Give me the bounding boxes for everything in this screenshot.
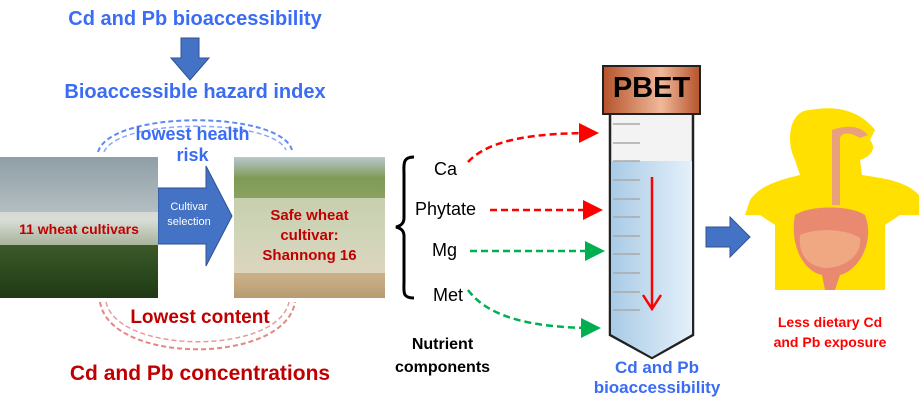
selection-line2: selection	[167, 216, 211, 228]
tube-caption-line1: Cd and Pb	[614, 358, 700, 377]
pbet-cap-label: PBET	[612, 72, 691, 104]
wheat-field-photo: 11 wheat cultivars	[0, 157, 158, 298]
tube-caption-line2: bioaccessibility	[593, 378, 721, 397]
safe-line1: Safe wheat	[270, 206, 349, 224]
nutrient-line1: Nutrient	[411, 336, 474, 353]
selection-arrow	[157, 165, 233, 267]
nutrient-mg: Mg	[432, 240, 458, 260]
down-arrow-icon	[169, 37, 211, 81]
concentrations-label: Cd and Pb concentrations	[69, 362, 331, 385]
bioaccessibility-title: Cd and Pb bioaccessibility	[68, 8, 322, 30]
nutrient-phytate: Phytate	[415, 199, 477, 219]
safe-line2: cultivar:	[280, 226, 339, 244]
nutrient-line2: components	[394, 359, 491, 376]
risk-line2: risk	[176, 145, 209, 165]
safe-cultivar-label: Safe wheat cultivar: Shannong 16	[234, 198, 385, 273]
lowest-content-label: Lowest content	[130, 307, 270, 328]
exposure-label: Less dietary Cd and Pb exposure	[755, 312, 905, 352]
exposure-line2: and Pb exposure	[773, 334, 887, 350]
safe-line3: Shannong 16	[262, 246, 357, 264]
nutrient-ca: Ca	[434, 159, 458, 179]
nutrient-met: Met	[433, 285, 464, 305]
brace	[395, 155, 415, 300]
tube-caption: Cd and Pb bioaccessibility	[577, 358, 737, 398]
selection-line1: Cultivar	[170, 201, 208, 213]
hazard-index-label: Bioaccessible hazard index	[64, 81, 326, 103]
right-arrow-icon	[705, 215, 751, 259]
safe-wheat-photo: Safe wheat cultivar: Shannong 16	[234, 157, 385, 298]
content-arc	[99, 301, 296, 351]
risk-arc	[97, 119, 293, 153]
nutrient-components-label: Nutrient components	[385, 333, 500, 379]
risk-line1: lowest health	[135, 124, 250, 144]
pbet-tube	[602, 65, 701, 360]
exposure-line1: Less dietary Cd	[777, 314, 883, 330]
selection-label: Cultivar selection	[158, 200, 220, 230]
human-digestive-icon	[745, 108, 919, 291]
cultivars-label: 11 wheat cultivars	[0, 212, 158, 245]
lowest-risk-label: lowest health risk	[100, 124, 285, 166]
